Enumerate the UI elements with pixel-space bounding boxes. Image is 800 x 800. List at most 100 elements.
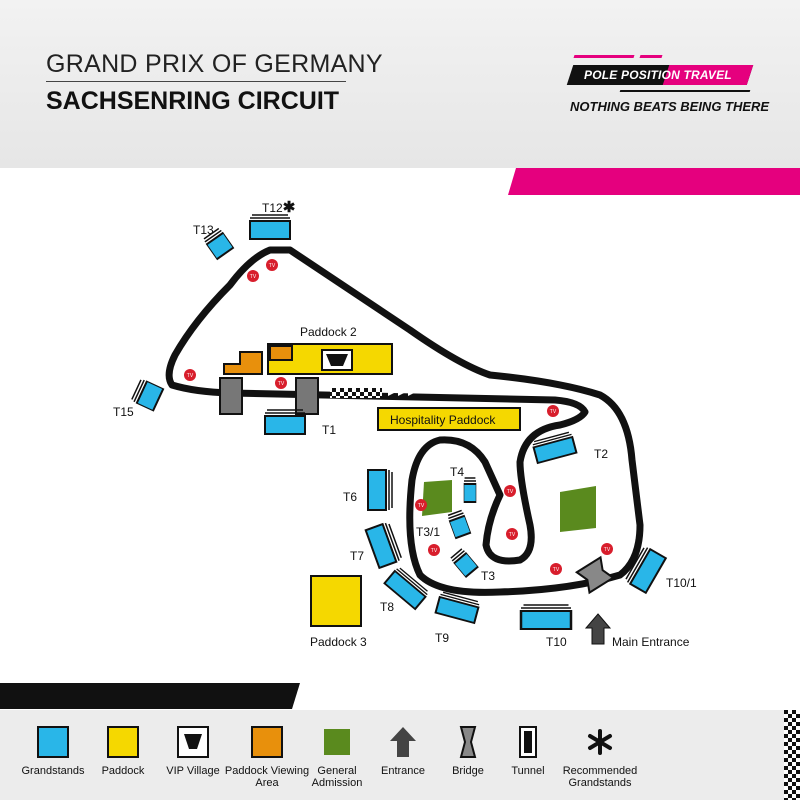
- tunnel: [219, 377, 243, 415]
- legend-bridge: Bridge: [423, 710, 513, 800]
- tunnel-icon: [519, 726, 537, 758]
- legend-label: Entrance: [380, 765, 426, 777]
- tv-icon: TV: [506, 528, 518, 540]
- paddock-3: [310, 575, 362, 627]
- general-admission-area: [560, 486, 596, 532]
- grandstand-t3-1[interactable]: [446, 509, 472, 540]
- svg-text:TV: TV: [431, 548, 438, 554]
- general-admission-icon: [324, 729, 350, 755]
- tv-icon: TV: [504, 485, 516, 497]
- svg-text:TV: TV: [278, 381, 285, 387]
- label-t2: T2: [594, 447, 609, 461]
- vip-village-icon: [177, 726, 209, 758]
- legend-vip-village: VIP Village: [148, 710, 238, 800]
- legend-tunnel: Tunnel: [483, 710, 573, 800]
- paddock-viewing-icon: [251, 726, 283, 758]
- tv-icon: TV: [547, 405, 559, 417]
- paddock-viewing-area: [223, 351, 263, 375]
- grandstand-t10[interactable]: [519, 603, 573, 631]
- entrance-arrow-icon: [390, 727, 416, 757]
- svg-text:TV: TV: [250, 274, 257, 280]
- legend-entrance: Entrance: [358, 710, 448, 800]
- direction-chevron: [408, 390, 414, 396]
- direction-chevron: [388, 390, 394, 396]
- tv-icon: TV: [275, 377, 287, 389]
- svg-text:TV: TV: [550, 409, 557, 415]
- svg-text:TV: TV: [509, 532, 516, 538]
- legend-label: Paddock Viewing Area: [224, 765, 310, 789]
- label-t3-1: T3/1: [416, 525, 441, 539]
- svg-text:TV: TV: [507, 489, 514, 495]
- page-title: GRAND PRIX OF GERMANY: [46, 50, 383, 78]
- svg-text:TV: TV: [553, 567, 560, 573]
- legend-label: Grandstands: [21, 765, 85, 777]
- legend-label: VIP Village: [166, 765, 220, 777]
- label-paddock-2: Paddock 2: [300, 325, 357, 339]
- paddock-viewing-area: [269, 345, 293, 361]
- legend-label: Paddock: [101, 765, 145, 777]
- legend-grandstands: Grandstands: [8, 710, 98, 800]
- grandstand-t1[interactable]: [264, 409, 306, 435]
- tv-icon: TV: [601, 543, 613, 555]
- label-t1: T1: [322, 423, 337, 437]
- legend-paddock: Paddock: [78, 710, 168, 800]
- label-t6: T6: [343, 490, 358, 504]
- grandstand-t7[interactable]: [364, 521, 403, 569]
- legend-paddock-viewing: Paddock Viewing Area: [222, 710, 312, 800]
- title-divider: [46, 81, 346, 82]
- svg-text:TV: TV: [187, 373, 194, 379]
- grandstand-t2[interactable]: [531, 430, 578, 464]
- race-track: [165, 246, 644, 596]
- brand-name: POLE POSITION TRAVEL: [584, 68, 732, 82]
- label-main-entrance: Main Entrance: [612, 635, 690, 649]
- grandstand-t10-1[interactable]: [624, 545, 667, 594]
- general-admission-area: [422, 480, 452, 516]
- label-t8: T8: [380, 600, 395, 614]
- grandstand-t4[interactable]: [463, 477, 477, 503]
- label-paddock-3: Paddock 3: [310, 635, 367, 649]
- tv-markers: TV TV TV TV TV TV TV TV TV TV TV: [184, 259, 613, 575]
- brand-name-left: POLE POSITION: [584, 68, 680, 82]
- start-finish-line: [330, 388, 382, 398]
- label-t13: T13: [193, 223, 214, 237]
- legend: Grandstands Paddock VIP Village Paddock …: [0, 710, 800, 800]
- bridge: [574, 555, 616, 595]
- asterisk-icon: [588, 729, 612, 755]
- checker-strip: [784, 710, 800, 800]
- label-t7: T7: [350, 549, 365, 563]
- legend-label: Bridge: [452, 765, 484, 777]
- legend-general-admission: General Admission: [292, 710, 382, 800]
- label-t9: T9: [435, 631, 450, 645]
- entrance-arrow-icon: [584, 613, 612, 645]
- legend-label: General Admission: [311, 765, 363, 789]
- grandstand-t15[interactable]: [130, 377, 165, 412]
- tv-icon: TV: [428, 544, 440, 556]
- tv-icon: TV: [550, 563, 562, 575]
- circuit-name: SACHSENRING CIRCUIT: [46, 87, 340, 115]
- vip-village-icon: [326, 354, 348, 366]
- legend-label: Recommended Grandstands: [562, 765, 638, 789]
- grandstand-t3[interactable]: [449, 547, 479, 578]
- tv-icon: TV: [415, 499, 427, 511]
- header: GRAND PRIX OF GERMANY SACHSENRING CIRCUI…: [0, 0, 800, 168]
- tv-icon: TV: [266, 259, 278, 271]
- tv-icon: TV: [184, 369, 196, 381]
- svg-text:TV: TV: [418, 503, 425, 509]
- label-t3: T3: [481, 569, 496, 583]
- svg-text:TV: TV: [269, 263, 276, 269]
- hospitality-paddock: [377, 407, 521, 431]
- label-t4: T4: [450, 465, 465, 479]
- grandstand-t9[interactable]: [434, 590, 481, 624]
- label-t12: T12✱: [262, 199, 296, 216]
- grandstand-t12[interactable]: [249, 214, 291, 240]
- svg-text:TV: TV: [604, 547, 611, 553]
- grandstand-t6[interactable]: [367, 469, 393, 511]
- legend-recommended: Recommended Grandstands: [555, 710, 645, 800]
- legend-label: Tunnel: [511, 765, 545, 777]
- bridge-icon: [459, 726, 477, 758]
- label-hospitality-paddock: Hospitality Paddock: [390, 413, 496, 427]
- tv-icon: TV: [247, 270, 259, 282]
- label-t10-1: T10/1: [666, 576, 697, 590]
- label-t10: T10: [546, 635, 567, 649]
